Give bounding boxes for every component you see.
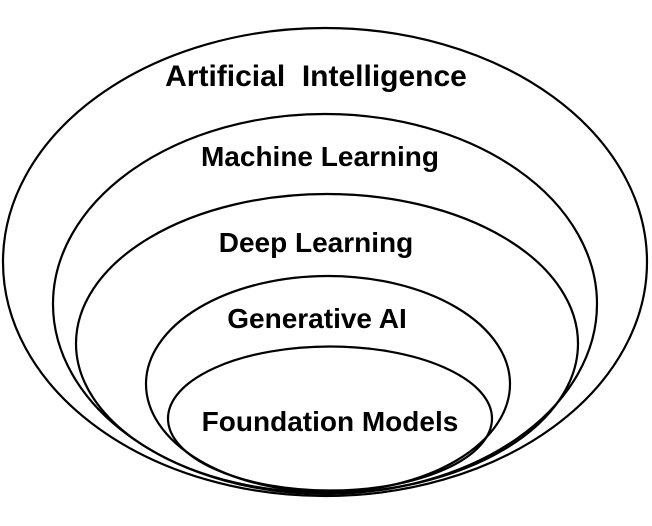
label-foundation-models: Foundation Models (202, 406, 459, 437)
ellipse-foundation-models (166, 345, 494, 492)
label-deep-learning: Deep Learning (219, 227, 413, 258)
ellipse-artificial-intelligence (1, 26, 649, 498)
label-artificial-intelligence: Artificial Intelligence (165, 60, 467, 93)
label-machine-learning: Machine Learning (201, 141, 439, 172)
ellipse-generative-ai (144, 274, 512, 494)
label-generative-ai: Generative AI (227, 303, 406, 334)
